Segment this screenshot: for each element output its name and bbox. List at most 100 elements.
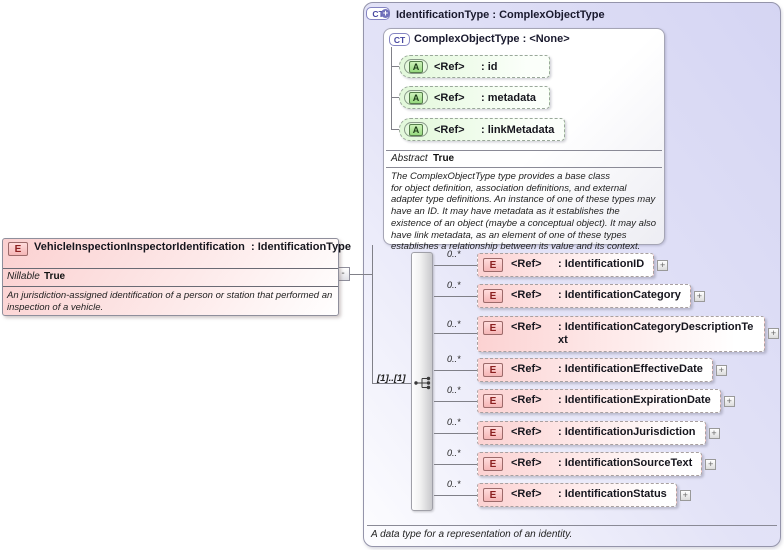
connector-line (372, 383, 412, 384)
type-annotation: A data type for a representation of an i… (371, 529, 573, 540)
element-box[interactable]: E <Ref> : IdentificationEffectiveDate (477, 358, 713, 382)
base-type-title: ComplexObjectType : <None> (414, 33, 570, 45)
element-ref-label: <Ref> (511, 426, 542, 438)
branch-line (434, 433, 477, 434)
branch-line (434, 464, 477, 465)
base-type-annotation: The ComplexObjectType type provides a ba… (391, 171, 657, 253)
element-box[interactable]: E <Ref> : IdentificationExpirationDate (477, 389, 721, 413)
attribute-name: : metadata (481, 91, 537, 104)
attribute-icon: A (404, 59, 428, 74)
connector-line (339, 274, 373, 275)
element-name: : IdentificationID (558, 258, 645, 270)
sequence-occurrence-label: [1]..[1] (377, 373, 406, 384)
complex-type-icon: CT (389, 33, 410, 46)
expand-button[interactable]: + (715, 365, 727, 376)
element-name: : IdentificationCategory (558, 289, 681, 301)
attribute-stub-line (391, 97, 400, 98)
branch-line (434, 333, 477, 334)
nillable-value: True (44, 271, 66, 282)
occurrence-label: 0..* (447, 319, 461, 329)
element-ref-label: <Ref> (511, 394, 542, 406)
connector-line (372, 245, 373, 384)
branch-line (434, 370, 477, 371)
attribute-node-id[interactable]: A <Ref> : id (399, 55, 550, 78)
element-name: : IdentificationJurisdiction (558, 426, 696, 438)
expand-button[interactable]: + (705, 459, 717, 470)
element-name: : IdentificationStatus (558, 488, 667, 500)
child-element-identification-jurisdiction[interactable]: 0..* E <Ref> : IdentificationJurisdictio… (434, 417, 720, 445)
child-element-identification-effective-date[interactable]: 0..* E <Ref> : IdentificationEffectiveDa… (434, 354, 727, 382)
branch-line (434, 265, 477, 266)
element-node-vehicle-inspection-inspector-identification[interactable] (2, 238, 339, 316)
divider (386, 150, 662, 151)
attribute-stub-line (391, 129, 400, 130)
element-icon: E (483, 394, 503, 408)
occurrence-label: 0..* (447, 280, 461, 290)
attribute-tree-line (391, 47, 392, 130)
divider (386, 167, 662, 168)
element-box[interactable]: E <Ref> : IdentificationSourceText (477, 452, 703, 476)
occurrence-label: 0..* (447, 385, 461, 395)
element-icon: E (483, 363, 503, 377)
occurrence-label: 0..* (447, 479, 461, 489)
divider (367, 525, 777, 526)
expand-button[interactable]: + (768, 328, 779, 339)
expand-button[interactable]: + (723, 396, 735, 407)
branch-line (434, 401, 477, 402)
element-ref-label: <Ref> (511, 321, 542, 333)
element-icon: E (8, 242, 28, 256)
element-header: E VehicleInspectionInspectorIdentificati… (8, 241, 351, 256)
child-element-identification-source-text[interactable]: 0..* E <Ref> : IdentificationSourceText … (434, 448, 717, 476)
attribute-ref-label: <Ref> (434, 60, 465, 73)
child-element-identification-category-description-text[interactable]: 0..* E <Ref> : IdentificationCategoryDes… (434, 316, 779, 352)
sequence-icon (413, 376, 433, 395)
expand-button[interactable]: + (679, 490, 691, 501)
child-element-identification-status[interactable]: 0..* E <Ref> : IdentificationStatus + (434, 479, 691, 507)
element-name: : IdentificationSourceText (558, 457, 693, 469)
element-ref-label: <Ref> (511, 363, 542, 375)
element-ref-label: <Ref> (511, 289, 542, 301)
expand-button[interactable]: + (657, 260, 669, 271)
child-element-identification-expiration-date[interactable]: 0..* E <Ref> : IdentificationExpirationD… (434, 385, 735, 413)
element-name: VehicleInspectionInspectorIdentification (34, 241, 245, 253)
element-icon: E (483, 457, 503, 471)
element-box[interactable]: E <Ref> : IdentificationID (477, 253, 655, 277)
divider (3, 286, 338, 287)
branch-line (434, 495, 477, 496)
divider (3, 268, 338, 269)
element-name: : IdentificationExpirationDate (558, 394, 711, 406)
attribute-node-linkmetadata[interactable]: A <Ref> : linkMetadata (399, 118, 566, 141)
branch-line (434, 296, 477, 297)
complex-type-title: IdentificationType : ComplexObjectType (396, 9, 605, 21)
element-icon: E (483, 488, 503, 502)
expand-button[interactable]: + (708, 428, 720, 439)
child-element-identification-id[interactable]: 0..* E <Ref> : IdentificationID + (434, 249, 669, 277)
attribute-ref-label: <Ref> (434, 91, 465, 104)
occurrence-label: 0..* (447, 249, 461, 259)
attribute-name: : id (481, 60, 498, 73)
element-type: : IdentificationType (251, 241, 352, 253)
element-icon: E (483, 289, 503, 303)
attribute-ref-label: <Ref> (434, 123, 465, 136)
abstract-label: Abstract (391, 153, 428, 164)
element-box[interactable]: E <Ref> : IdentificationStatus (477, 483, 677, 507)
element-box[interactable]: E <Ref> : IdentificationCategory (477, 284, 691, 308)
element-ref-label: <Ref> (511, 258, 542, 270)
occurrence-label: 0..* (447, 417, 461, 427)
element-icon: E (483, 321, 503, 335)
occurrence-label: 0..* (447, 354, 461, 364)
expand-button[interactable]: + (693, 291, 705, 302)
attribute-name: : linkMetadata (481, 123, 555, 136)
attribute-icon: A (404, 122, 428, 137)
derived-plus-icon: + (381, 8, 390, 18)
attribute-node-metadata[interactable]: A <Ref> : metadata (399, 86, 550, 109)
element-box[interactable]: E <Ref> : IdentificationJurisdiction (477, 421, 706, 445)
element-box[interactable]: E <Ref> : IdentificationCategoryDescript… (477, 316, 765, 352)
nillable-label: Nillable (7, 271, 40, 282)
occurrence-label: 0..* (447, 448, 461, 458)
element-icon: E (483, 258, 503, 272)
element-name: : IdentificationCategoryDescriptionText (558, 321, 754, 346)
child-element-identification-category[interactable]: 0..* E <Ref> : IdentificationCategory + (434, 280, 705, 308)
element-annotation: An jurisdiction-assigned identification … (7, 290, 333, 313)
